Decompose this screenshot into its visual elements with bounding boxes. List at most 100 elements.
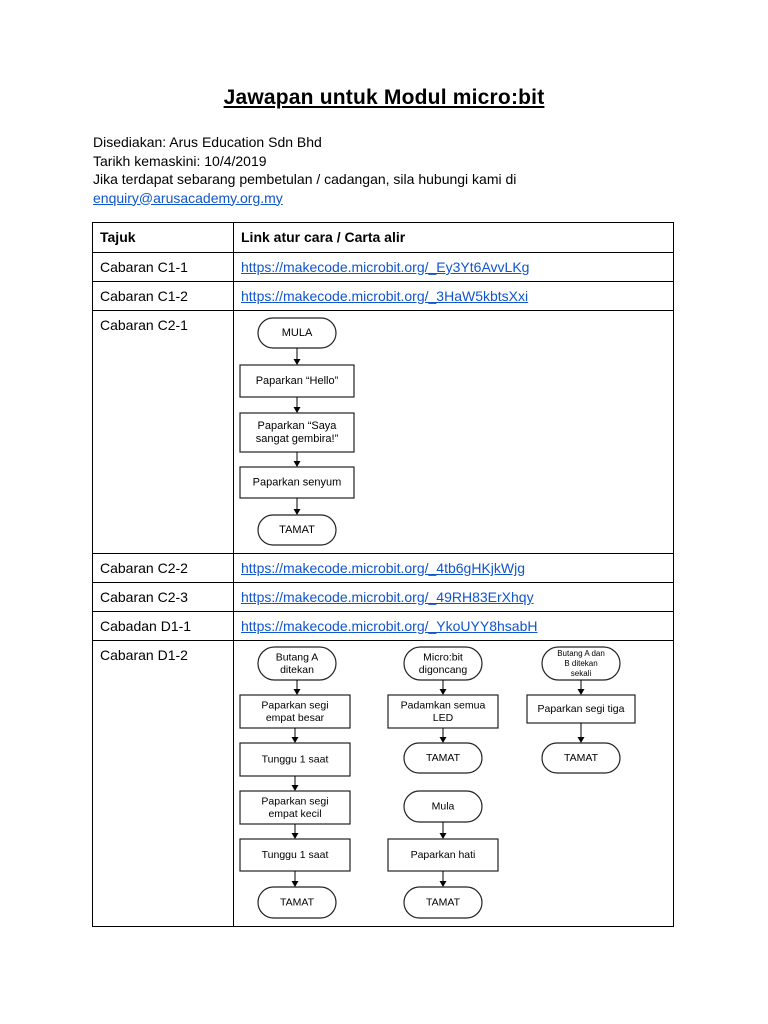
- flowchart-node-text: Butang A dan: [557, 649, 605, 658]
- flowchart-arrowhead: [293, 407, 301, 413]
- flowchart-c2-1: MULA Paparkan “Hello” Paparkan “Sayasangat…: [239, 317, 355, 546]
- flowchart-node-text: Padamkan semua: [401, 699, 486, 711]
- flowchart-node: Paparkan segi tiga: [526, 694, 636, 724]
- table-row: Cabaran C2-2 https://makecode.microbit.o…: [92, 553, 674, 583]
- terminal-shape: [257, 886, 337, 919]
- row-title: Cabaran C2-3: [92, 582, 234, 612]
- row-title: Cabaran D1-2: [92, 640, 234, 927]
- row-title: Cabaran C1-1: [92, 252, 234, 282]
- row-link[interactable]: https://makecode.microbit.org/_49RH83ErX…: [241, 589, 534, 605]
- table-row: Cabadan D1-1 https://makecode.microbit.o…: [92, 611, 674, 641]
- flowchart-arrowhead: [291, 785, 299, 791]
- table-header-row: Tajuk Link atur cara / Carta alir: [92, 222, 674, 253]
- table-row: Cabaran C2-1 MULA Paparkan “Hello” Paparka…: [92, 310, 674, 554]
- flowchart-node-text: B ditekan: [564, 659, 597, 668]
- flowchart-arrowhead: [577, 737, 585, 743]
- flowchart-node: Mula: [403, 790, 483, 823]
- flowchart-arrowhead: [293, 509, 301, 515]
- flowchart-node-text: Butang A: [276, 651, 319, 663]
- flowchart-arrowhead: [293, 461, 301, 467]
- flowchart-node-text: sekali: [571, 669, 592, 678]
- header-tajuk: Tajuk: [92, 222, 234, 253]
- process-shape: [387, 838, 499, 872]
- row-link[interactable]: https://makecode.microbit.org/_3HaW5kbts…: [241, 288, 529, 304]
- row-title: Cabaran C1-2: [92, 281, 234, 311]
- flowchart-node-text: TAMAT: [280, 897, 315, 909]
- table-row: Cabaran C2-3 https://makecode.microbit.o…: [92, 582, 674, 612]
- process-shape: [387, 694, 499, 729]
- flowchart-node-text: Paparkan hati: [411, 849, 476, 861]
- flowchart-node-text: MULA: [282, 327, 313, 339]
- flowchart-node: TAMAT: [257, 514, 337, 546]
- row-link[interactable]: https://makecode.microbit.org/_Ey3Yt6Avv…: [241, 259, 530, 275]
- flowchart-node-text: Micro:bit: [423, 651, 463, 663]
- table-row: Cabaran C1-2 https://makecode.microbit.o…: [92, 281, 674, 311]
- flowchart-node: Tunggu 1 saat: [239, 838, 351, 872]
- flowchart-node: TAMAT: [257, 886, 337, 919]
- flowchart-node-text: Tunggu 1 saat: [262, 754, 329, 766]
- flowchart-arrowhead: [293, 689, 301, 695]
- flowchart-node: TAMAT: [403, 886, 483, 919]
- flowchart-node-text: Paparkan segi: [261, 699, 328, 711]
- flowchart-node-text: Paparkan segi tiga: [538, 703, 625, 715]
- flowchart-node-text: Mula: [432, 801, 455, 813]
- flowchart-arrowhead: [439, 881, 447, 887]
- flowchart-node-text: Paparkan segi: [261, 795, 328, 807]
- flowchart-node-text: digoncang: [419, 664, 468, 676]
- process-shape: [239, 466, 355, 499]
- flowchart-arrowhead: [439, 737, 447, 743]
- flowchart-node-text: Paparkan “Hello”: [256, 375, 339, 387]
- flowchart-arrowhead: [291, 737, 299, 743]
- flowchart-node: TAMAT: [541, 742, 621, 774]
- flowchart-node: Paparkan hati: [387, 838, 499, 872]
- flowchart-node: Paparkan senyum: [239, 466, 355, 499]
- header-link: Link atur cara / Carta alir: [233, 222, 674, 253]
- flowchart-node-text: LED: [433, 712, 454, 724]
- flowchart-node-text: empat kecil: [268, 808, 321, 820]
- row-link[interactable]: https://makecode.microbit.org/_YkoUYY8hs…: [241, 618, 538, 634]
- process-shape: [239, 742, 351, 777]
- table-row: Cabaran C1-1 https://makecode.microbit.o…: [92, 252, 674, 282]
- process-shape: [239, 838, 351, 872]
- flowchart-node-text: ditekan: [280, 664, 314, 676]
- process-shape: [526, 694, 636, 724]
- flowchart-node-text: Tunggu 1 saat: [262, 849, 329, 861]
- flowchart-arrowhead: [439, 689, 447, 695]
- flowchart-node: TAMAT: [403, 742, 483, 774]
- flowchart-node-text: sangat gembira!”: [256, 433, 339, 445]
- flowchart-arrowhead: [293, 359, 301, 365]
- flowchart-node-text: Paparkan “Saya: [258, 420, 338, 432]
- process-shape: [239, 364, 355, 398]
- answers-table: Tajuk Link atur cara / Carta alir Cabara…: [92, 222, 674, 927]
- flowchart-node-text: TAMAT: [426, 752, 461, 764]
- row-title: Cabadan D1-1: [92, 611, 234, 641]
- contact-email-link[interactable]: enquiry@arusacademy.org.my: [93, 189, 283, 206]
- row-title: Cabaran C2-2: [92, 553, 234, 583]
- contact-note: Jika terdapat sebarang pembetulan / cada…: [93, 171, 517, 187]
- flowchart-node: MULA: [257, 317, 337, 349]
- prepared-by: Disediakan: Arus Education Sdn Bhd: [93, 134, 322, 150]
- row-title: Cabaran C2-1: [92, 310, 234, 554]
- flowchart-arrowhead: [291, 833, 299, 839]
- flowchart-node: Paparkan “Hello”: [239, 364, 355, 398]
- document-meta: Disediakan: Arus Education Sdn Bhd Tarik…: [93, 133, 516, 207]
- flowchart-arrowhead: [439, 833, 447, 839]
- flowchart-node-text: empat besar: [266, 712, 325, 724]
- row-link[interactable]: https://makecode.microbit.org/_4tb6gHKjk…: [241, 560, 526, 576]
- flowchart-arrowhead: [577, 689, 585, 695]
- flowchart-node: Tunggu 1 saat: [239, 742, 351, 777]
- flowchart-node-text: TAMAT: [426, 897, 461, 909]
- flowchart-node-text: Paparkan senyum: [253, 477, 342, 489]
- updated-date: Tarikh kemaskini: 10/4/2019: [93, 152, 267, 169]
- document-title: Jawapan untuk Modul micro:bit: [223, 86, 545, 109]
